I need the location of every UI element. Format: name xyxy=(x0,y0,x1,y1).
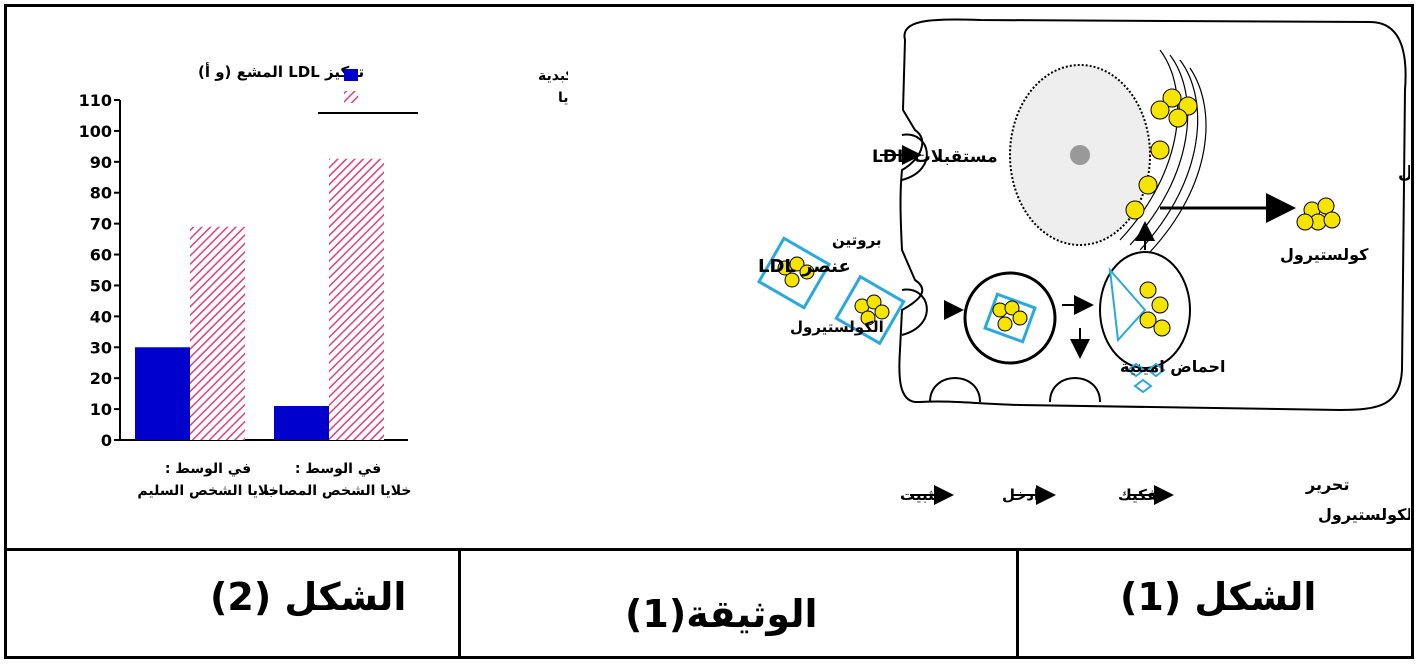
legend-swatch-outside xyxy=(344,91,358,103)
label-cholesterol-left: الكولستيرول xyxy=(790,318,884,336)
y-axis: 0 10 20 30 40 50 60 70 80 90 100 110 xyxy=(79,91,408,450)
footer-column-divider-2 xyxy=(1016,548,1019,659)
bar-outside-2 xyxy=(329,158,384,440)
document-frame xyxy=(4,4,1414,659)
legend-swatch-inside xyxy=(344,69,358,81)
bar-inside-2 xyxy=(274,406,329,440)
receptor-pit-top xyxy=(901,133,928,181)
category-label-2-line-1: في الوسط : xyxy=(295,461,381,477)
y-tick-label: 0 xyxy=(101,431,112,450)
y-tick-label: 70 xyxy=(90,215,112,234)
ldl-particle-2 xyxy=(834,274,906,346)
label-ldl-element: عنصر LDL xyxy=(758,256,851,277)
bar-inside-1 xyxy=(135,347,190,440)
label-cholesterol-mid: كولستيرول xyxy=(1280,245,1369,264)
document-title: الوثيقة(1) xyxy=(625,592,818,636)
label-cholesterol-right: كولستيرول xyxy=(1398,163,1410,183)
legend-label-outside: في الوسط خارج الخلايا xyxy=(558,90,568,106)
category-label-1-line-1: في الوسط : xyxy=(165,461,251,477)
nucleolus xyxy=(1070,145,1090,165)
y-tick-label: 20 xyxy=(90,369,112,388)
figure2-title: الشكل (2) xyxy=(210,575,407,619)
bar-outside-1 xyxy=(190,226,245,440)
coated-vesicle-bottom-left xyxy=(929,377,1101,403)
y-tick-label: 60 xyxy=(90,246,112,265)
y-axis-label: تركيز LDL المشع (و أ) xyxy=(198,62,364,81)
category-label-1-line-2: خلايا الشخص السليم xyxy=(137,483,278,499)
step-release-cholesterol: الكولستيرول xyxy=(1318,505,1410,524)
ldl-particle-1 xyxy=(756,236,832,310)
bars xyxy=(135,158,384,440)
golgi-cholesterol-droplets xyxy=(1125,88,1198,220)
step-release: تحرير xyxy=(1305,475,1349,494)
y-tick-label: 90 xyxy=(90,153,112,172)
y-tick-label: 10 xyxy=(90,400,112,419)
label-protein: بروتين xyxy=(832,231,882,249)
category-labels: في الوسط : خلايا الشخص السليم في الوسط : خل… xyxy=(137,461,411,499)
ldl-bar-chart: تركيز LDL المشع (و أ) داخل الخلايا الكبد… xyxy=(79,62,568,499)
cell-membrane xyxy=(898,18,1407,412)
label-amino-acids: احماض امينية xyxy=(1120,357,1226,376)
footer-divider xyxy=(4,548,1414,551)
amino-acids xyxy=(1126,362,1166,394)
y-tick-label: 80 xyxy=(90,184,112,203)
free-cholesterol xyxy=(1296,197,1341,231)
label-ldl-receptors: مستقبلات LDL xyxy=(872,147,998,167)
figure1-title: الشكل (1) xyxy=(1120,575,1317,619)
y-tick-label: 110 xyxy=(79,91,112,110)
y-tick-label: 40 xyxy=(90,307,112,326)
ldl-uptake-diagram: مستقبلات LDL بروتين عنصر LDL الكولستيرول… xyxy=(756,18,1410,524)
legend-label-inside: داخل الخلايا الكبدية xyxy=(538,68,568,84)
receptor-pit-mid xyxy=(901,288,928,336)
category-label-2-line-2: خلايا الشخص المصاب xyxy=(264,483,411,499)
footer-column-divider-1 xyxy=(458,548,461,659)
y-tick-label: 50 xyxy=(90,276,112,295)
y-tick-label: 30 xyxy=(90,338,112,357)
y-tick-label: 100 xyxy=(79,122,112,141)
